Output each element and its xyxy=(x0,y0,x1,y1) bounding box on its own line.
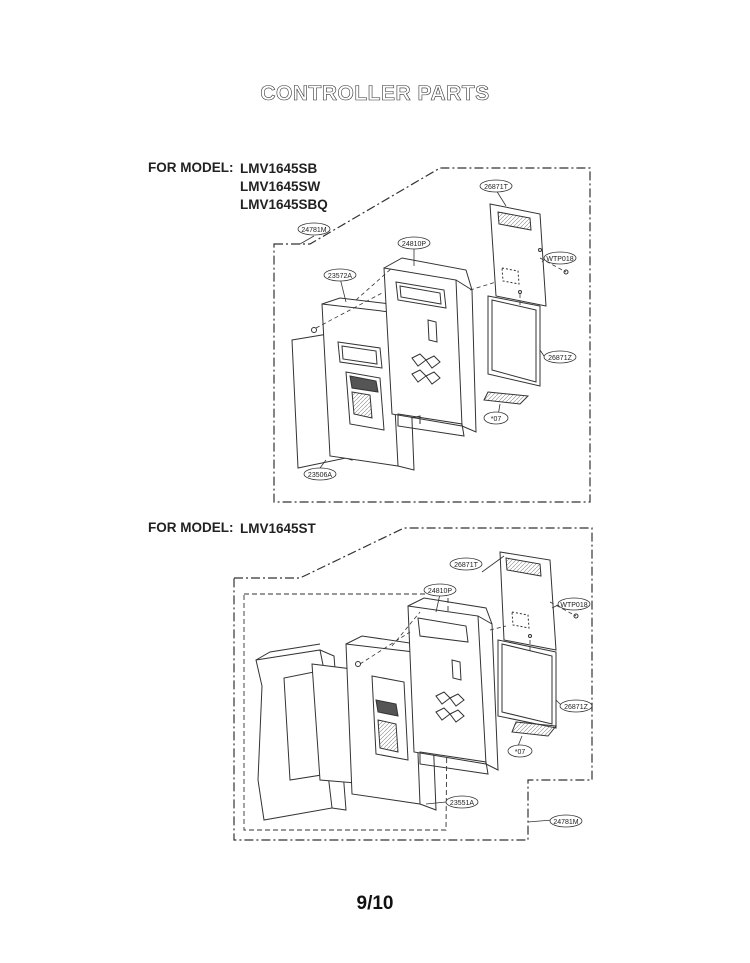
leader-lines xyxy=(359,601,577,665)
callout-key: *07 xyxy=(483,411,509,425)
svg-text:23506A: 23506A xyxy=(308,472,332,479)
callout-key: *07 xyxy=(507,744,533,758)
section2-model-list: LMV1645ST xyxy=(240,520,316,538)
callout-panel: 23551A xyxy=(445,795,479,809)
svg-text:WTP018: WTP018 xyxy=(560,602,587,609)
svg-text:WTP018: WTP018 xyxy=(546,256,573,263)
svg-text:23551A: 23551A xyxy=(450,800,474,807)
control-panel-frame xyxy=(311,297,415,471)
model-name: LMV1645SBQ xyxy=(240,197,328,212)
control-panel-frame xyxy=(345,635,437,811)
key-membrane xyxy=(511,721,557,737)
control-bracket xyxy=(407,597,499,775)
inner-assembly-boundary xyxy=(243,593,449,831)
model-name: LMV1645SW xyxy=(240,179,321,194)
callout-bracket: 24810P xyxy=(397,236,431,250)
callout-wire: WTP018 xyxy=(557,597,591,611)
svg-text:26871Z: 26871Z xyxy=(564,704,588,711)
callout-pcb-upper: 26871T xyxy=(449,557,483,571)
pcb-upper xyxy=(499,551,579,651)
assembly-boundary xyxy=(233,527,593,841)
control-bracket xyxy=(383,257,477,437)
callout-panel: 23572A xyxy=(323,268,357,282)
model-name: LMV1645ST xyxy=(240,521,316,536)
key-membrane xyxy=(483,391,530,405)
svg-text:24810P: 24810P xyxy=(428,588,452,595)
callout-pcb-lower: 26871Z xyxy=(559,699,593,713)
svg-text:*07: *07 xyxy=(491,416,502,423)
page-title: CONTROLLER PARTS xyxy=(260,82,490,106)
section1-model-label: FOR MODEL: xyxy=(148,160,234,175)
section2-diagram xyxy=(233,527,593,841)
svg-text:24781M: 24781M xyxy=(553,819,578,826)
page-number: 9/10 xyxy=(356,893,394,914)
svg-text:26871Z: 26871Z xyxy=(548,355,572,362)
pcb-upper xyxy=(489,203,569,307)
section1-model-list: LMV1645SB LMV1645SW LMV1645SBQ xyxy=(240,160,328,214)
pcb-lower xyxy=(497,639,557,729)
callout-door: 23506A xyxy=(303,467,337,481)
model-name: LMV1645SB xyxy=(240,161,318,176)
section2-callouts: 26871T 24810P WTP018 26871Z *07 23551A 2… xyxy=(423,557,593,828)
callout-frame: 24781M xyxy=(297,222,331,236)
callout-pcb-lower: 26871Z xyxy=(543,350,577,364)
section1-callouts: 24781M 26871T 24810P WTP018 23572A 26871… xyxy=(297,179,577,481)
svg-text:26871T: 26871T xyxy=(484,184,508,191)
callout-pcb-upper: 26871T xyxy=(479,179,513,193)
svg-text:23572A: 23572A xyxy=(328,273,352,280)
pcb-lower xyxy=(487,295,541,387)
callout-frame: 24781M xyxy=(549,814,583,828)
assembly-boundary xyxy=(273,167,591,503)
svg-text:26871T: 26871T xyxy=(454,562,478,569)
section2-model-label: FOR MODEL: xyxy=(148,520,234,535)
svg-text:24781M: 24781M xyxy=(301,227,326,234)
section1-diagram xyxy=(273,167,591,503)
svg-text:24810P: 24810P xyxy=(402,241,426,248)
callout-wire: WTP018 xyxy=(543,251,577,265)
svg-text:*07: *07 xyxy=(515,749,526,756)
leader-lines xyxy=(315,257,567,329)
callout-bracket: 24810P xyxy=(423,583,457,597)
